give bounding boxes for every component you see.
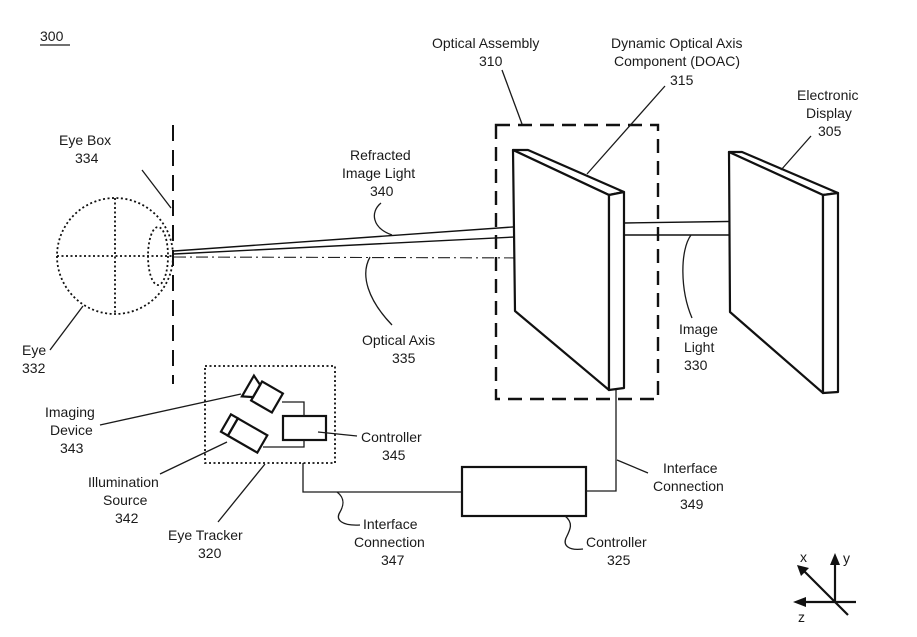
imaging-device-ref: 343	[60, 440, 84, 456]
doac-leader-line	[586, 85, 666, 175]
display-ref: 305	[818, 123, 842, 139]
optical-assembly-leader	[501, 69, 523, 125]
display-label-line2: Display	[806, 105, 852, 121]
illumination-emitter	[219, 412, 240, 438]
optical-axis-leader	[365, 256, 393, 326]
interface-connection-347-leader	[336, 491, 361, 526]
optical-assembly-label: Optical Assembly	[432, 35, 539, 51]
refracted-image-light-label-line1: Refracted	[350, 147, 411, 163]
refracted-image-light-ref: 340	[370, 183, 394, 199]
controller-345-ref: 345	[382, 447, 406, 463]
x-arrowhead-icon	[797, 565, 809, 576]
refracted-ray-lower	[173, 234, 556, 255]
imaging-device-label-line2: Device	[50, 422, 93, 438]
eye-box-label: Eye Box	[59, 132, 111, 148]
y-arrowhead-icon	[830, 553, 840, 565]
camera-body	[249, 379, 285, 415]
camera-to-controller-wire	[282, 401, 305, 416]
eye-tracker-ref: 320	[198, 545, 222, 561]
controller-345-leader	[317, 431, 358, 437]
display-front-face	[727, 150, 825, 395]
image-light-label-line2: Light	[684, 339, 714, 355]
illumination-source-leader	[159, 441, 228, 475]
refracted-image-light-label-line2: Image Light	[342, 165, 415, 181]
optical-assembly-ref: 310	[479, 53, 503, 69]
image-light-ref: 330	[684, 357, 708, 373]
display-label-line1: Electronic	[797, 87, 858, 103]
illumination-source-ref: 342	[115, 510, 139, 526]
doac-panel	[511, 148, 626, 392]
eye-tracker-leader	[217, 463, 266, 523]
eye-tracker-box	[204, 365, 336, 464]
eye	[56, 197, 174, 315]
imaging-device-leader	[99, 393, 242, 426]
camera-lens	[240, 373, 262, 399]
eye-lens	[147, 226, 169, 286]
eye-label: Eye	[22, 342, 46, 358]
optical-axis-ref: 335	[392, 350, 416, 366]
eye-tracker-label: Eye Tracker	[168, 527, 243, 543]
controller-325-ref: 325	[607, 552, 631, 568]
interface-347-label-line2: Connection	[354, 534, 425, 550]
interface-connection-349-leader	[616, 459, 649, 474]
controller-325-label: Controller	[586, 534, 647, 550]
optical-axis-label: Optical Axis	[362, 332, 435, 348]
doac-side-face	[607, 190, 626, 392]
illumination-source-label-line2: Source	[103, 492, 148, 508]
interface-349-ref: 349	[680, 496, 704, 512]
illumination-to-controller-wire	[263, 440, 305, 448]
x-axis-arrow	[802, 569, 849, 616]
illumination-source-label-line1: Illumination	[88, 474, 159, 490]
eyeball-outline	[56, 197, 174, 315]
eye-ref: 332	[22, 360, 46, 376]
interface-connection-349-wire	[586, 390, 617, 492]
controller-325-leader	[564, 515, 584, 551]
illumination-source	[219, 412, 269, 455]
interface-347-ref: 347	[381, 552, 405, 568]
optical-assembly-box	[494, 123, 660, 401]
image-light-leader	[682, 234, 693, 319]
imaging-device-label-line1: Imaging	[45, 404, 95, 420]
interface-347-label-line1: Interface	[363, 516, 418, 532]
interface-349-label-line1: Interface	[663, 460, 718, 476]
controller-345-box	[281, 414, 328, 442]
display-side-face	[821, 191, 840, 395]
coordinate-axes: x y z	[793, 549, 856, 625]
image-light-label-line1: Image	[679, 321, 718, 337]
x-axis-label: x	[800, 549, 807, 565]
refracted-image-light-leader	[373, 202, 393, 236]
controller-345-label: Controller	[361, 429, 422, 445]
eye-box-leader-line	[141, 169, 172, 209]
display-leader-line	[780, 135, 812, 171]
interface-349-label-line2: Connection	[653, 478, 724, 494]
figure-number: 300	[40, 28, 64, 44]
refracted-ray-upper	[173, 223, 556, 252]
z-arrowhead-icon	[793, 597, 806, 607]
doac-label-line1: Dynamic Optical Axis	[611, 35, 742, 51]
doac-label-line2: Component (DOAC)	[614, 53, 740, 69]
interface-connection-347-wire	[302, 463, 462, 493]
y-axis-label: y	[843, 550, 850, 566]
electronic-display-panel	[727, 150, 840, 395]
eye-leader-line	[49, 305, 84, 351]
doac-ref: 315	[670, 72, 694, 88]
controller-325-box	[460, 465, 588, 518]
eye-box-ref: 334	[75, 150, 99, 166]
imaging-device	[240, 373, 285, 415]
z-axis-label: z	[798, 609, 805, 625]
optical-axis-line	[173, 256, 556, 259]
